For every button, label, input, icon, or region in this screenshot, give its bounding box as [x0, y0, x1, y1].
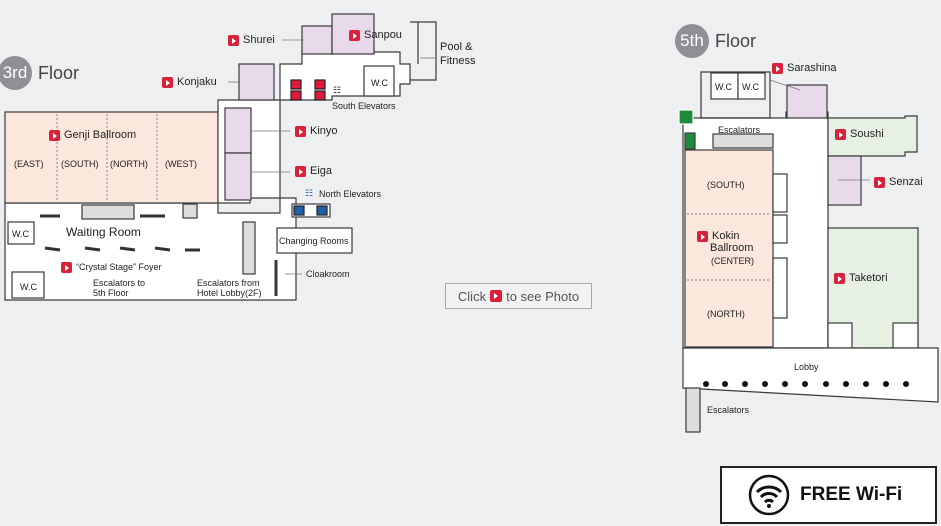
free-wifi-badge: FREE Wi-Fi	[720, 466, 937, 524]
senzai-room	[827, 155, 862, 206]
floor3-label: Floor	[38, 62, 80, 83]
photo-button-prefix: Click	[457, 288, 487, 304]
kokin-ballroom-area	[684, 149, 774, 348]
room-link-genji[interactable]: Genji Ballroom	[49, 129, 136, 142]
kokin-north-label: (NORTH)	[707, 309, 745, 319]
floor3-leaders	[228, 39, 436, 275]
pool-label-line2: Fitness	[440, 55, 476, 67]
play-icon	[162, 77, 173, 88]
room-link-kinyo[interactable]: Kinyo	[295, 125, 338, 138]
play-icon	[61, 262, 72, 273]
free-wifi-label: FREE Wi-Fi	[800, 484, 903, 505]
floor3-number: 3rd	[0, 56, 32, 90]
floor5-leaders	[769, 79, 870, 181]
room-link-eiga[interactable]: Eiga	[295, 165, 332, 178]
escalators-5f-label-line2: 5th Floor	[93, 288, 129, 298]
genji-west-label: (WEST)	[165, 159, 197, 169]
kinyo-room	[224, 107, 252, 154]
south-elevators-icon: ☷	[333, 85, 342, 95]
room-link-sanpou[interactable]: Sanpou	[349, 29, 402, 42]
floor3-plan	[4, 13, 437, 301]
wc-label-5f-right: W.C	[742, 82, 759, 92]
room-label-eiga: Eiga	[310, 165, 333, 177]
wc-3f-upper	[363, 65, 395, 97]
escalators-2f-label-line1: Escalators from	[197, 278, 260, 288]
play-icon	[349, 30, 360, 41]
play-icon	[772, 63, 783, 74]
kokin-center-label: (CENTER)	[711, 256, 754, 266]
room-label-sarashina: Sarashina	[787, 62, 837, 74]
changing-rooms-label: Changing Rooms	[279, 236, 349, 246]
floor5-number: 5th	[675, 24, 709, 58]
waiting-room-label: Waiting Room	[66, 225, 141, 239]
room-label-soushi: Soushi	[850, 128, 884, 140]
genji-east-label: (EAST)	[14, 159, 44, 169]
lobby-area	[682, 347, 939, 403]
play-icon	[697, 231, 708, 242]
north-elevators-label: North Elevators	[319, 189, 382, 199]
genji-ballroom-area	[4, 111, 219, 204]
sarashina-room	[786, 84, 828, 119]
play-icon	[835, 129, 846, 140]
south-elevators-label: South Elevators	[332, 101, 396, 111]
wc-label-3f-upper: W.C	[371, 78, 388, 88]
escalators-5f-label-line1: Escalators to	[93, 278, 146, 288]
room-label-sanpou: Sanpou	[364, 29, 402, 41]
shurei-room	[301, 25, 333, 55]
floor3-title: 3rd Floor	[0, 56, 79, 90]
play-icon	[228, 35, 239, 46]
play-icon	[874, 177, 885, 188]
genji-south-label: (SOUTH)	[61, 159, 99, 169]
room-label-crystal-stage: “Crystal Stage” Foyer	[76, 262, 162, 272]
floor3-partitions	[40, 214, 200, 252]
floor5-plan	[678, 71, 939, 433]
room-label-konjaku: Konjaku	[177, 76, 217, 88]
room-label-shurei: Shurei	[243, 34, 275, 46]
floor5-title: 5th Floor	[675, 24, 756, 58]
wc-label-3f-bottom: W.C	[20, 282, 37, 292]
cloakroom-label: Cloakroom	[306, 269, 350, 279]
play-icon	[49, 130, 60, 141]
wifi-icon	[748, 474, 790, 516]
kokin-south-label: (SOUTH)	[707, 180, 745, 190]
pool-label-line1: Pool &	[440, 41, 473, 53]
lobby-label: Lobby	[794, 362, 819, 372]
room-label-genji: Genji Ballroom	[64, 129, 137, 141]
room-link-sarashina[interactable]: Sarashina	[772, 62, 837, 75]
room-label-kokin: Kokin	[712, 230, 740, 242]
kokin-ballroom-label: Ballroom	[710, 242, 754, 254]
photo-button-suffix: to see Photo	[506, 288, 580, 304]
room-link-konjaku[interactable]: Konjaku	[162, 76, 217, 89]
wc-label-5f-left: W.C	[715, 82, 732, 92]
konjaku-room	[238, 63, 275, 101]
play-icon	[490, 290, 503, 302]
lobby-columns	[703, 381, 909, 387]
room-link-senzai[interactable]: Senzai	[874, 176, 923, 189]
genji-north-label: (NORTH)	[110, 159, 148, 169]
room-label-kinyo: Kinyo	[310, 125, 338, 137]
room-label-taketori: Taketori	[849, 272, 888, 284]
room-link-shurei[interactable]: Shurei	[228, 34, 275, 47]
play-icon	[834, 273, 845, 284]
see-photo-button[interactable]: Click to see Photo	[445, 283, 592, 309]
play-icon	[295, 126, 306, 137]
room-link-crystal-stage[interactable]: “Crystal Stage” Foyer	[61, 261, 162, 274]
room-label-senzai: Senzai	[889, 176, 923, 188]
floor5-label: Floor	[715, 30, 757, 51]
room-link-kokin[interactable]: Kokin	[697, 230, 740, 243]
eiga-room	[224, 152, 252, 201]
room-link-soushi[interactable]: Soushi	[835, 128, 884, 141]
north-elevators-icon: ☷	[305, 188, 314, 198]
wc-label-3f-left: W.C	[12, 229, 29, 239]
escalators-5f-top-label: Escalators	[718, 125, 761, 135]
escalators-5f-bottom-label: Escalators	[707, 405, 750, 415]
room-link-taketori[interactable]: Taketori	[834, 272, 888, 285]
escalators-2f-label-line2: Hotel Lobby(2F)	[197, 288, 262, 298]
play-icon	[295, 166, 306, 177]
